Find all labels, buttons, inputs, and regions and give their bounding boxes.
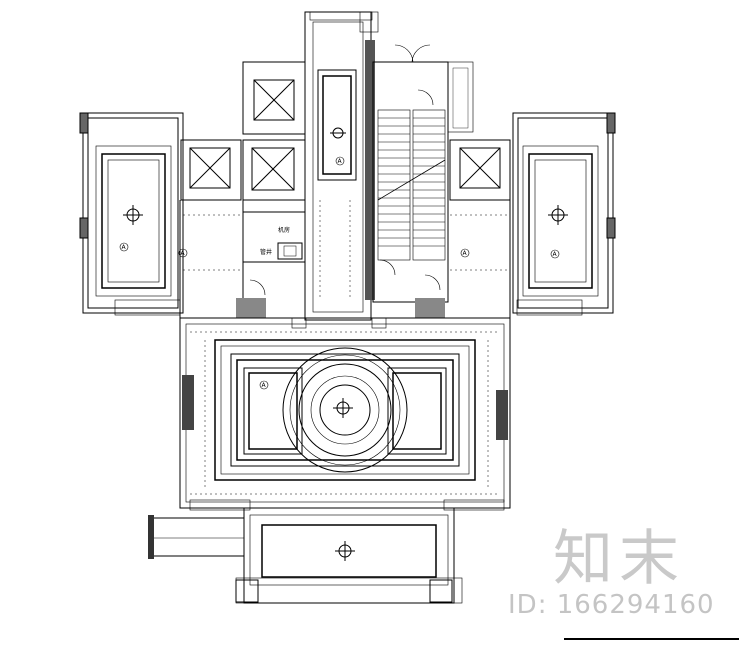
tag-corridor-right: A xyxy=(463,250,468,257)
central-dome-outer xyxy=(282,347,408,473)
left-wing xyxy=(79,112,184,316)
machine-room-label: 机房 xyxy=(278,226,290,234)
door-swings xyxy=(249,44,474,296)
tag-center: A xyxy=(338,158,343,165)
connector-walls xyxy=(179,200,511,318)
right-wing xyxy=(512,112,616,316)
watermark-logo: 知末 xyxy=(553,524,685,594)
tag-corridor-left: A xyxy=(181,250,186,257)
watermark-id: ID: 166294160 xyxy=(508,590,715,620)
entrance-porch xyxy=(148,499,505,604)
title-underline xyxy=(564,638,739,640)
tag-left: A xyxy=(122,244,127,251)
stair-treads xyxy=(377,117,446,247)
elevator-shafts xyxy=(180,61,511,201)
small-machine-room xyxy=(242,211,306,263)
room-tags: A A A A A A 机房 管井 xyxy=(119,156,560,390)
tag-hall-left: A xyxy=(262,382,267,389)
dimension-lines xyxy=(183,200,510,495)
staircase xyxy=(372,61,449,303)
main-hall xyxy=(179,317,511,509)
tag-right: A xyxy=(553,251,558,258)
equipment-label: 管井 xyxy=(260,248,272,256)
central-corridor xyxy=(304,11,379,321)
